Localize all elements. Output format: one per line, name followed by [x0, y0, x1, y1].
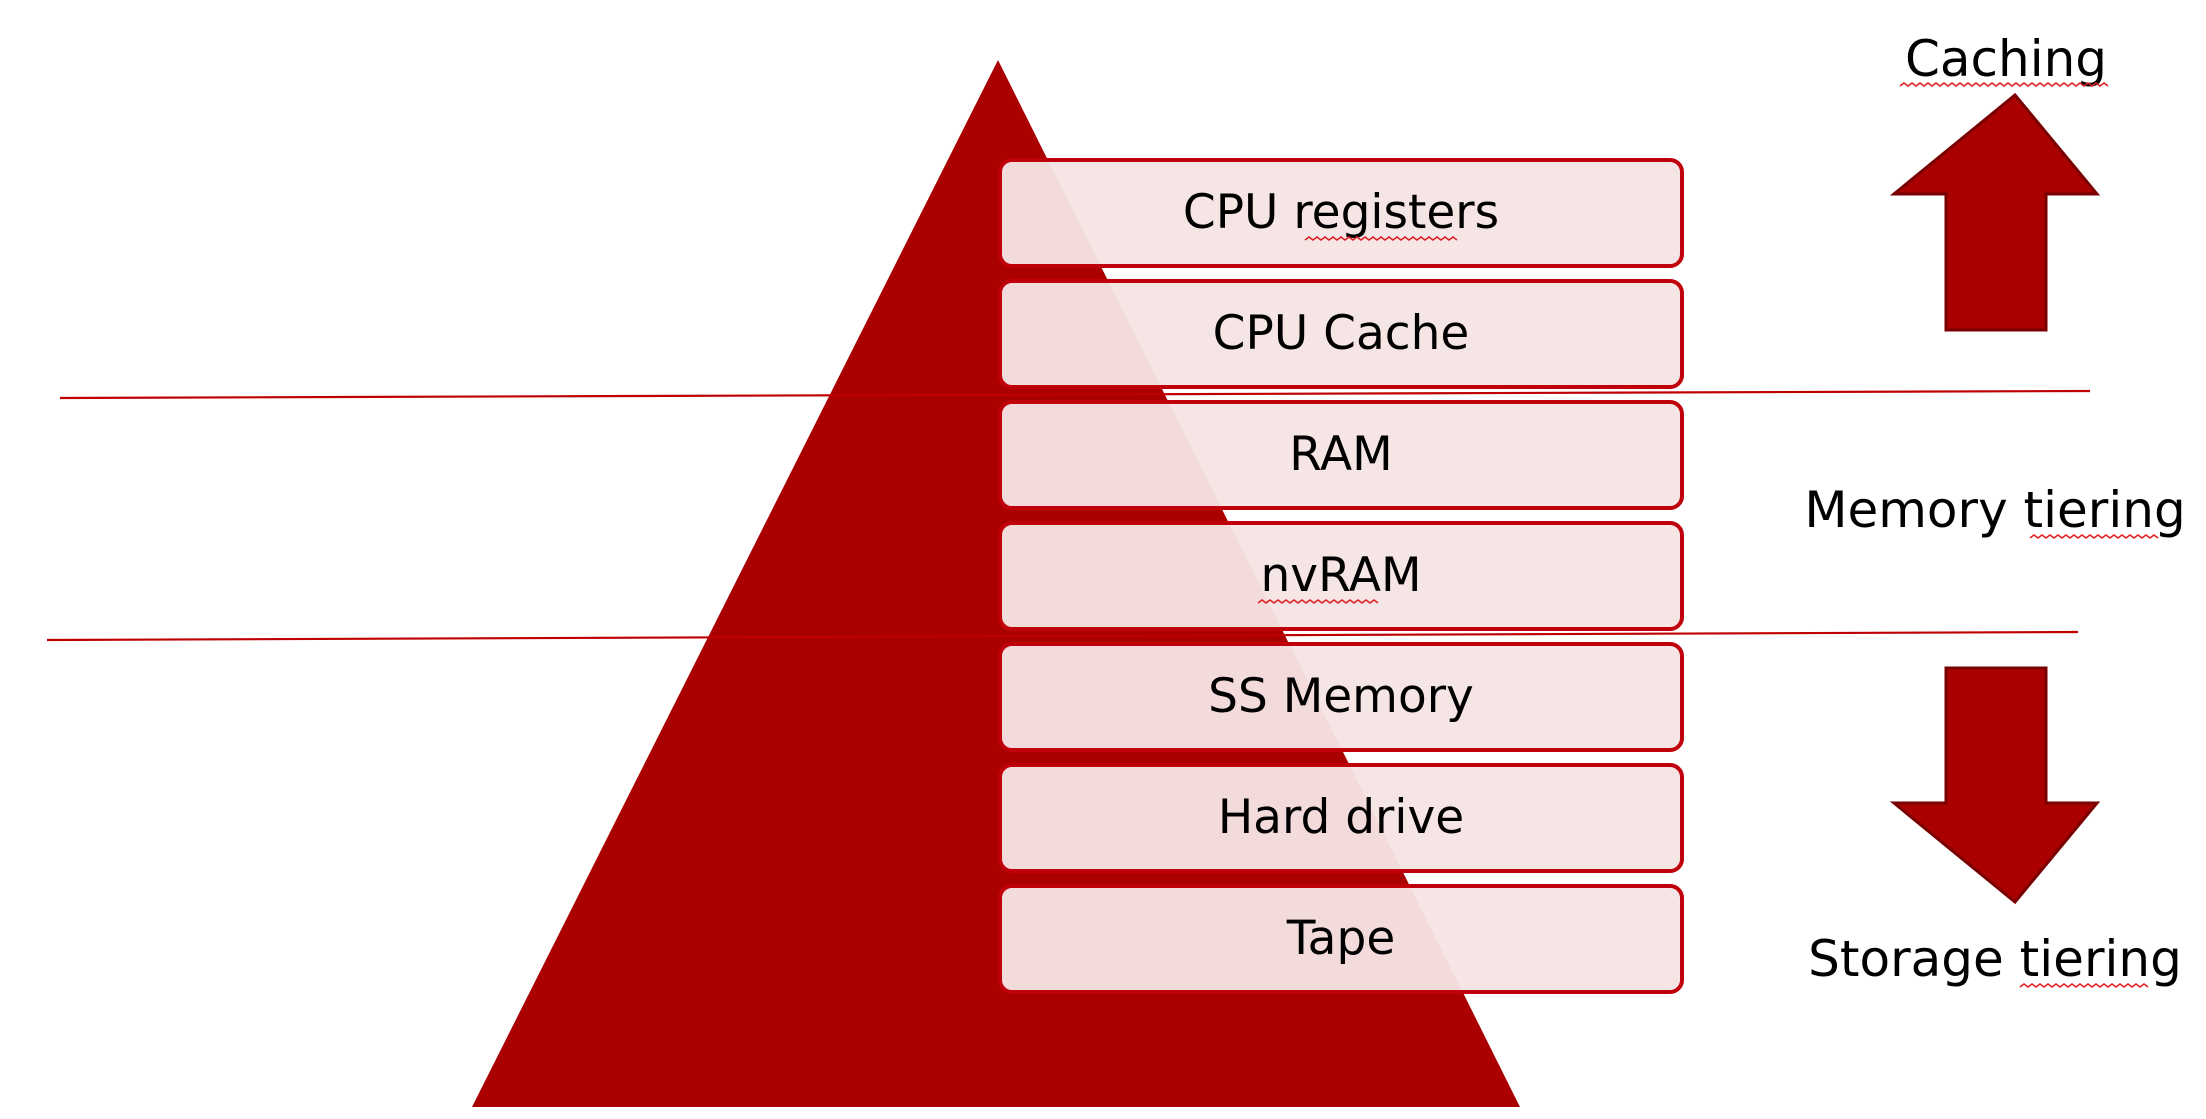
caching-up-arrow-icon	[1889, 92, 2101, 332]
tier-box-nvram	[998, 521, 1684, 631]
tier-label: CPU registers	[1183, 185, 1499, 240]
spellcheck-underline	[2019, 983, 2149, 988]
tier-box-ss-memory	[998, 642, 1684, 752]
spellcheck-underline	[2029, 534, 2159, 539]
tier-label: CPU Cache	[1213, 306, 1470, 361]
tier-label: RAM	[1289, 427, 1392, 482]
tier-label-list: CPU registers CPU Cache RAM nvRAM SS Mem…	[1183, 185, 1499, 966]
storage-tiering-label: Storage tiering	[1808, 930, 2182, 988]
caching-label: Caching	[1905, 30, 2107, 88]
tier-box-ram	[998, 400, 1684, 510]
spellcheck-underline	[1899, 82, 2109, 87]
tier-box-list	[998, 158, 1684, 994]
tier-label: nvRAM	[1260, 548, 1421, 603]
spellcheck-underline	[1257, 599, 1379, 604]
tier-label: Tape	[1286, 911, 1395, 966]
spellcheck-underline	[1304, 236, 1458, 241]
tier-label: SS Memory	[1208, 669, 1474, 724]
memory-tiering-label: Memory tiering	[1804, 481, 2185, 539]
tier-label: Hard drive	[1218, 790, 1464, 845]
tier-box-cpu-registers	[998, 158, 1684, 268]
tier-box-tape	[998, 884, 1684, 994]
divider-line-memory-storage	[46, 630, 2079, 642]
tier-box-cpu-cache	[998, 279, 1684, 389]
tier-box-hard-drive	[998, 763, 1684, 873]
storage-down-arrow-icon	[1889, 666, 2101, 905]
divider-line-caching-memory	[59, 389, 2091, 400]
